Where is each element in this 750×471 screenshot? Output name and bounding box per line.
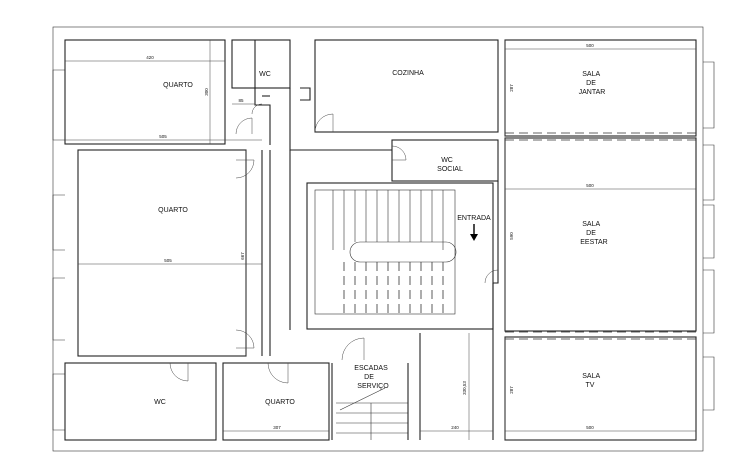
dim-505-top: 505 — [159, 134, 167, 139]
dim-420: 420 — [146, 55, 154, 60]
label-cozinha: COZINHA — [392, 70, 424, 77]
dim-287-bottom: 287 — [509, 386, 514, 394]
stair-treads-bottom — [343, 262, 444, 314]
room-sala-estar — [504, 137, 697, 332]
door-swings — [169, 103, 499, 384]
right-window-bays — [703, 61, 715, 411]
room-cozinha — [314, 39, 499, 133]
stair-well-inner — [314, 189, 456, 315]
left-window-bays — [52, 69, 65, 431]
dim-500-top: 500 — [586, 43, 594, 48]
hall-walls — [254, 40, 499, 440]
room-quarto-top — [64, 39, 226, 145]
label-quarto-top: QUARTO — [163, 82, 193, 89]
stair-handrail — [349, 241, 457, 263]
label-wc-bottom: WC — [154, 399, 166, 406]
dim-240: 240 — [451, 425, 459, 430]
label-wc-top: WC — [259, 71, 271, 78]
label-entrada: ENTRADA — [457, 215, 491, 222]
dimension-lines — [65, 40, 696, 440]
room-quarto-mid — [77, 149, 247, 357]
room-wc-bottom — [64, 362, 217, 441]
dim-590: 590 — [509, 232, 514, 240]
dim-307: 307 — [273, 425, 281, 430]
label-wc-social: WC SOCIAL — [437, 157, 463, 173]
label-sala-jantar: SALA DE JANTAR — [579, 71, 606, 96]
dim-667: 667 — [240, 252, 245, 260]
label-quarto-mid: QUARTO — [158, 207, 188, 214]
label-sala-tv: SALA TV — [582, 373, 601, 389]
stair-treads-top — [332, 190, 444, 250]
dim-300: 300 — [204, 88, 209, 96]
dim-287-top: 287 — [509, 84, 514, 92]
room-quarto-bottom — [222, 362, 330, 441]
room-sala-jantar — [504, 39, 697, 137]
room-wc-social — [391, 139, 499, 182]
dim-330: 330,53 — [462, 381, 467, 395]
label-sala-estar: SALA DE EESTAR — [580, 221, 608, 246]
room-sala-tv — [504, 336, 697, 441]
stair-well-outer — [306, 182, 494, 330]
dim-500-bottom: 500 — [586, 425, 594, 430]
dim-500-mid: 500 — [586, 183, 594, 188]
label-quarto-bottom: QUARTO — [265, 399, 295, 406]
label-escadas: ESCADAS DE SERVIÇO — [354, 365, 389, 390]
service-stairs — [336, 387, 408, 440]
room-wc-top — [231, 39, 291, 89]
dim-85: 85 — [238, 98, 244, 103]
dim-505-mid: 505 — [164, 258, 172, 263]
entrance-arrow-icon — [470, 224, 478, 241]
